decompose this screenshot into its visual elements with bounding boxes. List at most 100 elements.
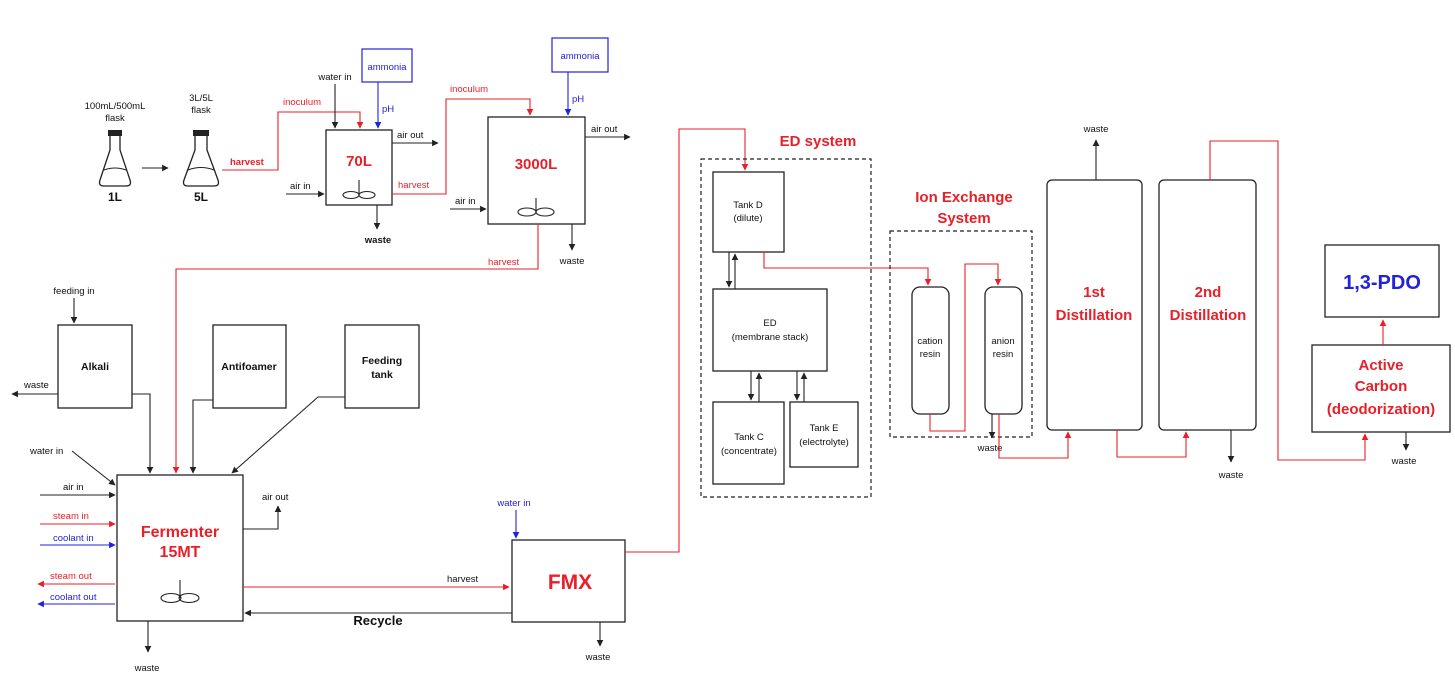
- second-distillation-column: [1158, 179, 1257, 431]
- flask-cap-icon: [193, 130, 209, 136]
- alkali-label: Alkali: [81, 361, 109, 373]
- ammonia-box-3000l: [551, 37, 609, 73]
- first-distillation-waste-label: waste: [1083, 124, 1109, 135]
- inoculum-70l-label: inoculum: [283, 97, 321, 108]
- antifoamer-label: Antifoamer: [221, 361, 276, 373]
- anion-resin-column: [984, 286, 1023, 415]
- feeding-tank-feed-line: [231, 396, 345, 474]
- water-in-70l-label: water in: [317, 72, 351, 83]
- anion-resin-label: anion: [991, 336, 1014, 347]
- first-distillation-label: 1st: [1083, 284, 1105, 301]
- fmx-unit: [511, 539, 626, 623]
- flask-large-label: 3L/5L: [189, 93, 213, 104]
- ed-to-cation-line: [763, 252, 932, 286]
- active-carbon-label-2: Carbon: [1355, 378, 1408, 395]
- ph-70l-label: pH: [382, 104, 394, 115]
- flask-large-label-2: flask: [191, 105, 211, 116]
- product-title: 1,3-PDO: [1343, 272, 1421, 294]
- anion-resin-sublabel: resin: [993, 349, 1014, 360]
- flask-small-label-2: flask: [105, 113, 125, 124]
- fermenter-air-out-label: air out: [262, 492, 289, 503]
- feeding-tank: [344, 324, 420, 409]
- air-in-3000l-label: air in: [455, 196, 476, 207]
- seed-tank-3000l-title: 3000L: [515, 156, 558, 173]
- agitator-icon: [160, 580, 200, 604]
- second-distillation-label: 2nd: [1195, 284, 1222, 301]
- ph-3000l-label: pH: [572, 94, 584, 105]
- flask-harvest-line: [222, 111, 364, 171]
- alkali-feed-line: [132, 393, 154, 474]
- distillation-to-carbon-line: [1209, 140, 1369, 461]
- seed-flask-5l: [182, 130, 220, 187]
- fermenter-title-2: 15MT: [160, 544, 201, 561]
- flask-cap-icon: [108, 130, 122, 136]
- fermenter-harvest-label: harvest: [447, 574, 479, 585]
- fermenter-steam-out-label: steam out: [50, 571, 92, 582]
- harvest-3000l-line: [172, 224, 539, 474]
- fermenter-coolant-in-label: coolant in: [53, 533, 94, 544]
- fmx-title: FMX: [548, 571, 592, 594]
- harvest-3000l-label: harvest: [488, 257, 520, 268]
- ed-tank-e-label: Tank E: [809, 423, 838, 434]
- air-in-70l-label: air in: [290, 181, 311, 192]
- air-out-3000l-label: air out: [591, 124, 618, 135]
- ed-membrane-stack: [712, 288, 828, 372]
- active-carbon-waste-label: waste: [1391, 456, 1417, 467]
- fermenter-title: Fermenter: [141, 524, 219, 541]
- flask-large-volume: 5L: [194, 190, 208, 204]
- harvest-70l-label: harvest: [398, 180, 430, 191]
- flask-small-volume: 1L: [108, 190, 122, 204]
- fermenter-air-out-arrow: [243, 505, 282, 530]
- ammonia-3000l-label: ammonia: [560, 51, 600, 62]
- fermenter-coolant-out-label: coolant out: [50, 592, 97, 603]
- fermenter-water-in-label: water in: [29, 446, 63, 457]
- fmx-water-in-label: water in: [496, 498, 530, 509]
- seed-tank-3000l: [487, 116, 586, 225]
- agitator-icon: [517, 198, 555, 217]
- inoculum-3000l-label: inoculum: [450, 84, 488, 95]
- ed-stack-label: ED: [763, 318, 776, 329]
- ed-stack-sublabel: (membrane stack): [732, 332, 809, 343]
- ion-waste-label: waste: [977, 443, 1003, 454]
- cation-resin-label: cation: [917, 336, 942, 347]
- first-distillation-column: [1046, 179, 1143, 431]
- seed-flask-1l: [98, 130, 132, 187]
- fermenter-water-in-arrow: [71, 450, 116, 486]
- fmx-to-ed-line: [625, 128, 749, 553]
- ion-exchange-title-2: System: [937, 210, 990, 227]
- ammonia-70l-label: ammonia: [367, 62, 407, 73]
- cation-to-anion-line: [929, 263, 1002, 432]
- ed-tank-e: [789, 401, 859, 468]
- fermenter-waste-label: waste: [134, 663, 160, 674]
- ed-tank-e-sublabel: (electrolyte): [799, 437, 849, 448]
- ion-exchange-title: Ion Exchange: [915, 189, 1013, 206]
- alkali-tank: [57, 324, 133, 409]
- seed-tank-70l-title: 70L: [346, 153, 372, 170]
- feeding-tank-label-2: tank: [371, 369, 393, 381]
- cation-resin-sublabel: resin: [920, 349, 941, 360]
- fermenter-steam-in-label: steam in: [53, 511, 89, 522]
- flask-harvest-label: harvest: [230, 157, 265, 168]
- first-distillation-label-2: Distillation: [1056, 307, 1133, 324]
- active-carbon-label: Active: [1358, 357, 1403, 374]
- ed-tank-d-label: Tank D: [733, 200, 763, 211]
- ed-tank-c-sublabel: (concentrate): [721, 446, 777, 457]
- active-carbon-unit: [1311, 344, 1451, 433]
- fermenter-air-in-label: air in: [63, 482, 84, 493]
- recycle-label: Recycle: [353, 613, 402, 628]
- feeding-in-label: feeding in: [53, 286, 94, 297]
- ed-tank-c: [712, 401, 785, 485]
- ammonia-box-70l: [361, 48, 413, 83]
- second-distillation-waste-label: waste: [1218, 470, 1244, 481]
- ed-system-boundary: [700, 158, 872, 498]
- second-distillation-label-2: Distillation: [1170, 307, 1247, 324]
- ed-tank-d-sublabel: (dilute): [733, 213, 762, 224]
- harvest-70l-line: [392, 98, 534, 195]
- air-out-70l-label: air out: [397, 130, 424, 141]
- active-carbon-label-3: (deodorization): [1327, 401, 1435, 418]
- anion-to-distillation-line: [998, 414, 1072, 459]
- ed-tank-d: [712, 171, 785, 253]
- alkali-waste-label: waste: [23, 380, 49, 391]
- agitator-icon: [342, 180, 376, 200]
